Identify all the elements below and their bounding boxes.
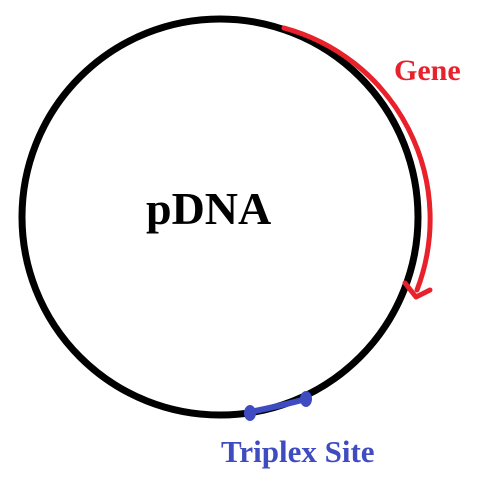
gene-segment — [281, 25, 433, 293]
gene-label: Gene — [394, 54, 461, 87]
triplex-site-start-marker — [244, 405, 256, 421]
triplex-site-label: Triplex Site — [221, 434, 375, 469]
triplex-site-segment — [247, 396, 309, 415]
plasmid-label: pDNA — [146, 183, 272, 234]
triplex-site-end-marker — [300, 391, 312, 407]
plasmid-backbone — [18, 15, 422, 419]
gene-arrowhead — [402, 280, 433, 300]
